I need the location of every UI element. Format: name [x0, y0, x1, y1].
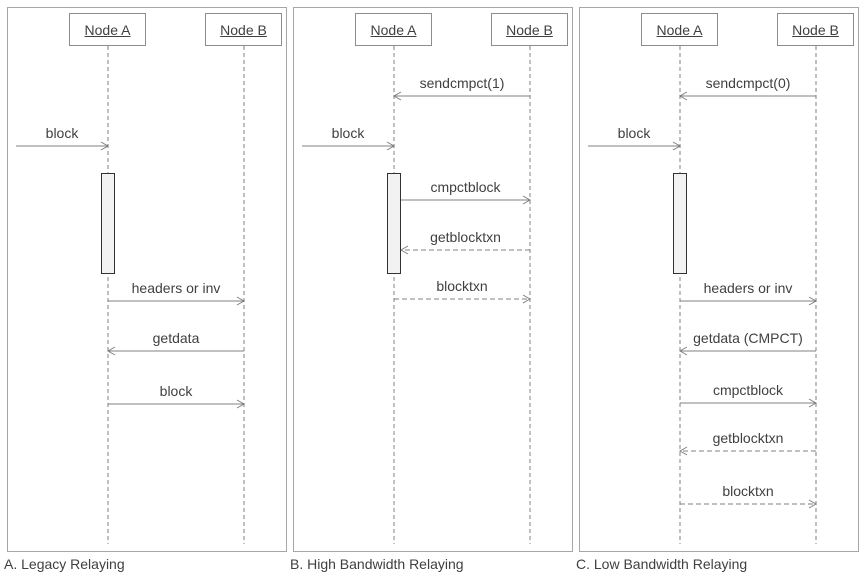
message-label: headers or inv — [703, 280, 793, 296]
message-arrow-sendcmpct-0 — [678, 91, 816, 101]
panel-a: block headers or inv getdata block Node A Nod… — [7, 7, 287, 552]
node-label: Node A — [84, 21, 131, 38]
message-label: getdata (CMPCT) — [693, 330, 803, 346]
message-arrow-blocktxn — [394, 294, 532, 304]
arrowhead-icon — [106, 346, 116, 356]
message-arrow-getblocktxn — [399, 245, 530, 255]
message-label: cmpctblock — [712, 382, 784, 398]
message-label: blocktxn — [722, 483, 774, 499]
panel-caption-b: B. High Bandwidth Relaying — [290, 556, 464, 572]
activation-bar-node-a — [387, 173, 401, 274]
message-arrow-headers-or-inv — [108, 296, 246, 306]
arrowhead-icon — [399, 245, 409, 255]
arrowhead-icon — [808, 499, 818, 509]
arrowhead-icon — [236, 296, 246, 306]
message-arrow-getdata-cmpct — [678, 346, 816, 356]
panel-b-lines — [302, 46, 532, 544]
node-label: Node A — [656, 21, 703, 38]
node-box-b: Node B — [205, 13, 282, 46]
arrowhead-icon — [522, 294, 532, 304]
message-arrow-blocktxn — [680, 499, 818, 509]
node-label: Node A — [370, 21, 417, 38]
message-arrow-sendcmpct-1 — [392, 91, 530, 101]
message-label: headers or inv — [131, 280, 221, 296]
message-arrow-getblocktxn — [678, 446, 816, 456]
arrowhead-icon — [808, 398, 818, 408]
arrowhead-icon — [236, 399, 246, 409]
message-label: getblocktxn — [430, 229, 501, 245]
panel-caption-a: A. Legacy Relaying — [4, 556, 125, 572]
panel-c-lines — [588, 46, 818, 544]
message-label: cmpctblock — [430, 179, 501, 195]
node-label: Node B — [506, 21, 553, 38]
panel-a-lines — [16, 46, 246, 544]
node-label: Node B — [792, 21, 839, 38]
message-label: block — [331, 125, 365, 141]
message-label: getblocktxn — [712, 430, 784, 446]
arrowhead-icon — [672, 141, 682, 151]
arrowhead-icon — [100, 141, 110, 151]
message-arrow-block — [108, 399, 246, 409]
message-arrow-getdata — [106, 346, 244, 356]
panel-c: sendcmpct(0) block headers or inv getdata (… — [579, 7, 859, 552]
message-arrow-headers-or-inv — [680, 296, 818, 306]
activation-bar-node-a — [101, 173, 115, 274]
node-box-a: Node A — [69, 13, 146, 46]
node-box-b: Node B — [491, 13, 568, 46]
arrowhead-icon — [386, 141, 396, 151]
arrowhead-icon — [392, 91, 402, 101]
message-label: block — [45, 125, 79, 141]
message-label: getdata — [152, 330, 200, 346]
panel-b: sendcmpct(1) block cmpctblock getblocktxn bl… — [293, 7, 573, 552]
message-label: sendcmpct(0) — [705, 75, 791, 91]
message-arrow-cmpctblock — [401, 195, 532, 205]
panel-caption-c: C. Low Bandwidth Relaying — [576, 556, 748, 572]
message-arrow-block — [302, 141, 396, 151]
activation-bar-node-a — [673, 173, 687, 274]
node-label: Node B — [220, 21, 267, 38]
arrowhead-icon — [678, 91, 688, 101]
message-label: blocktxn — [436, 278, 488, 294]
message-arrow-cmpctblock — [680, 398, 818, 408]
node-box-a: Node A — [355, 13, 432, 46]
arrowhead-icon — [808, 296, 818, 306]
node-box-b: Node B — [777, 13, 854, 46]
message-label: block — [617, 125, 651, 141]
arrowhead-icon — [678, 446, 688, 456]
message-arrow-block — [16, 141, 110, 151]
message-arrow-block — [588, 141, 682, 151]
node-box-a: Node A — [641, 13, 718, 46]
arrowhead-icon — [678, 346, 688, 356]
message-label: block — [159, 383, 193, 399]
message-label: sendcmpct(1) — [419, 75, 505, 91]
arrowhead-icon — [522, 195, 532, 205]
